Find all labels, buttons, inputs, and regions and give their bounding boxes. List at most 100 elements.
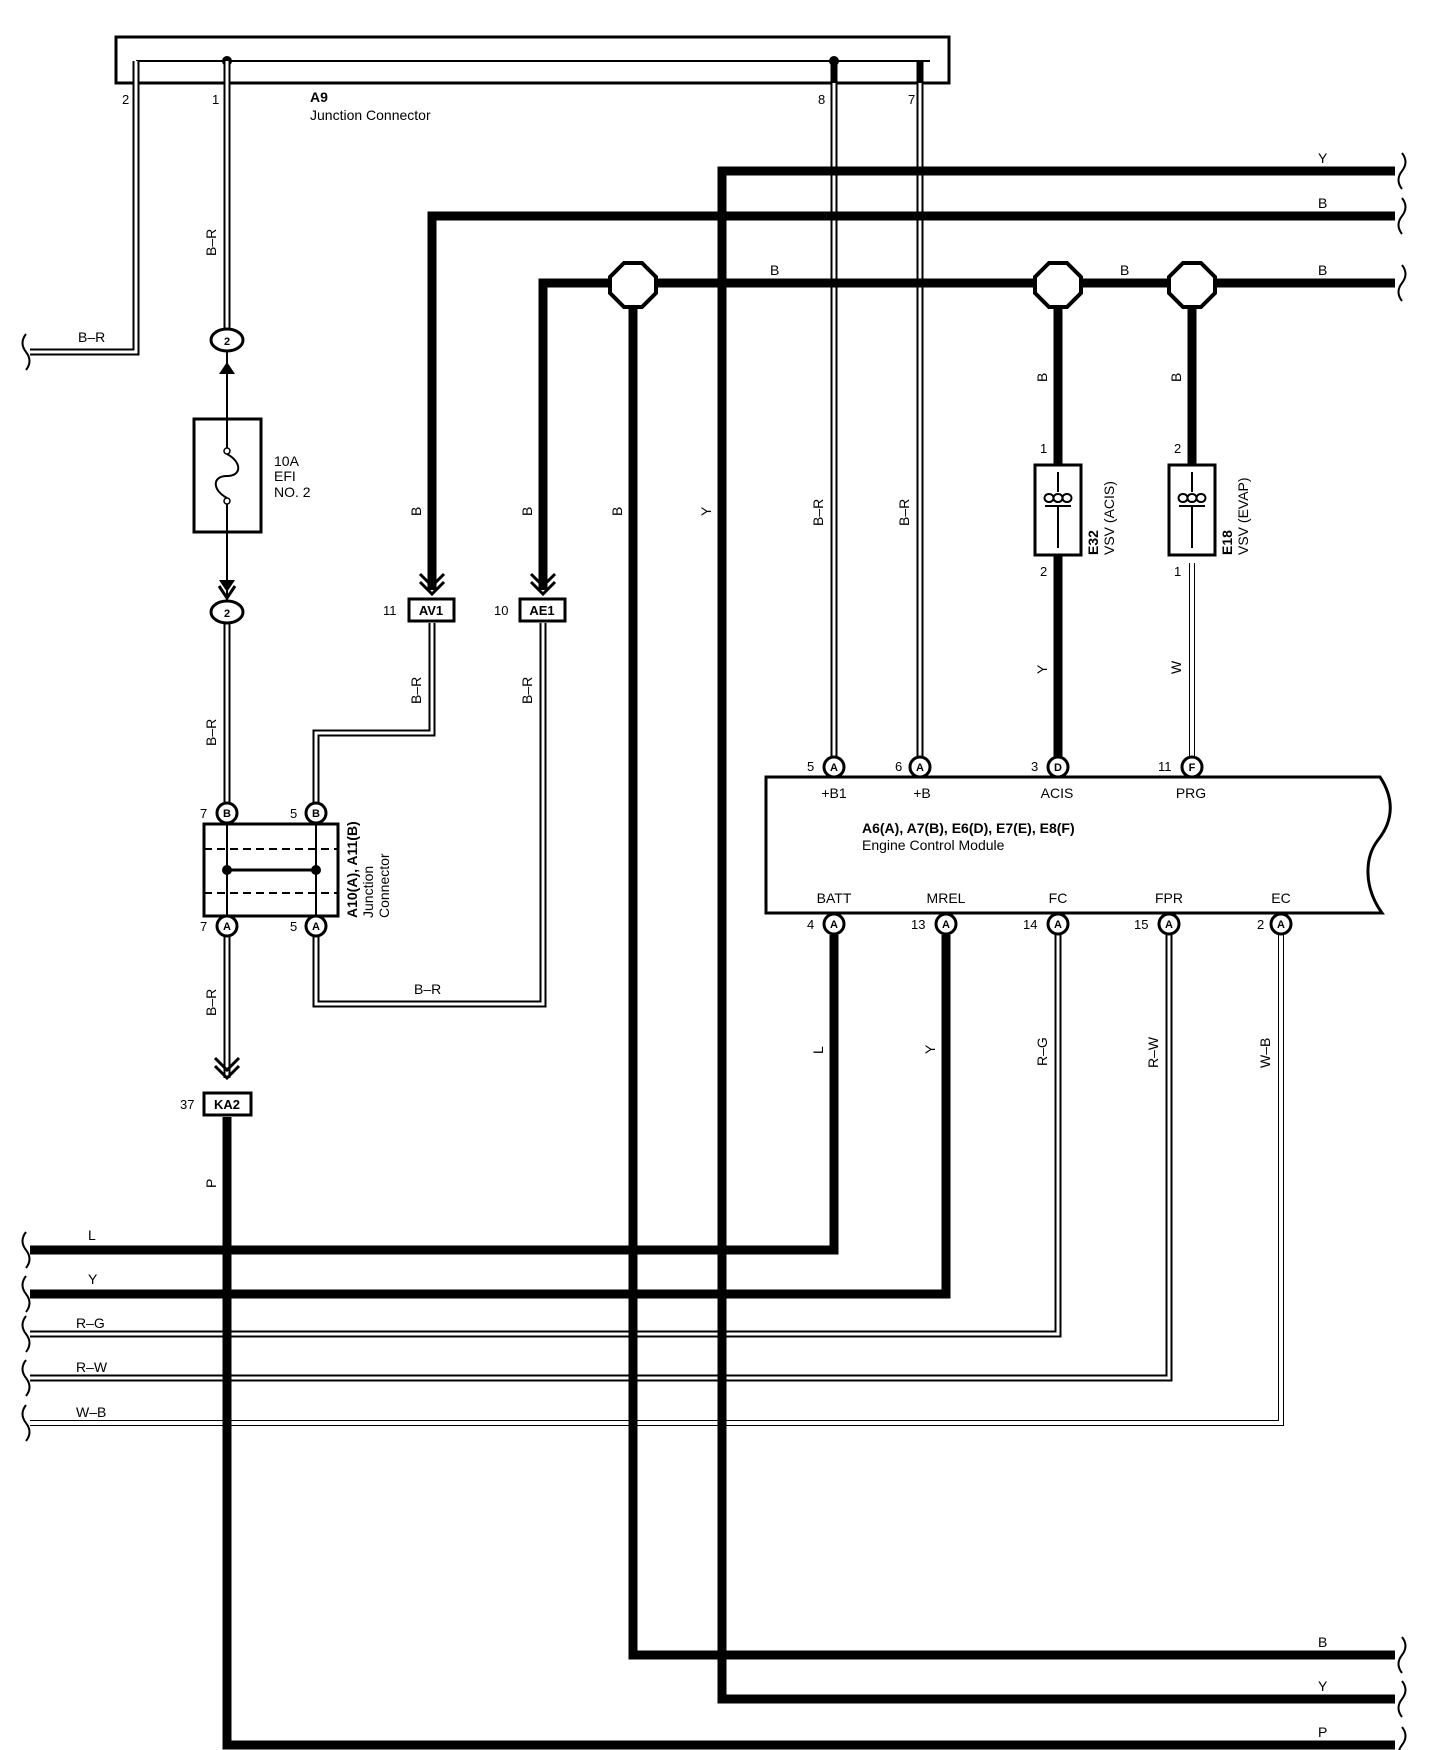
junction-terminal (304, 914, 328, 938)
svg-text:1: 1 (1040, 441, 1047, 456)
wire-label: B (1168, 373, 1184, 382)
svg-text:A: A (830, 762, 838, 774)
left-edge-label: W–B (76, 1404, 106, 1420)
svg-text:10: 10 (494, 603, 508, 618)
junction-terminal (304, 801, 328, 825)
wire-label: B (519, 507, 535, 516)
svg-text:14: 14 (1023, 917, 1037, 932)
wire-rw-fpr (30, 935, 1173, 1382)
splice-octagon (608, 261, 658, 309)
left-edge-label: R–W (76, 1359, 108, 1375)
wire-br-left (30, 61, 140, 356)
right-edge-label: B (1318, 195, 1327, 211)
wire-br-av1 (312, 623, 436, 806)
svg-text:A: A (1165, 919, 1173, 931)
a9-pin-2: 2 (122, 92, 129, 107)
svg-text:EC: EC (1271, 890, 1290, 906)
a9-pin-8: 8 (818, 92, 825, 107)
wire-p-ka2 (222, 1117, 1395, 1750)
svg-text:11: 11 (383, 603, 397, 618)
a10-code: A10(A), A11(B) (344, 821, 360, 918)
ecm-codes: A6(A), A7(B), E6(D), E7(E), E8(F) (862, 820, 1075, 836)
svg-text:6: 6 (895, 759, 902, 774)
a9-name: Junction Connector (310, 107, 431, 123)
svg-text:A: A (223, 921, 231, 933)
svg-text:BATT: BATT (817, 890, 852, 906)
ecm-terminal-b1: A 5 +B1 (807, 755, 847, 801)
svg-text:1: 1 (1174, 564, 1181, 579)
vsv-acis-name: VSV (ACIS) (1101, 481, 1117, 555)
svg-text:B: B (223, 808, 231, 820)
ecm-terminal-ec: EC A 2 (1257, 890, 1293, 936)
ecm-box (764, 775, 1392, 915)
wire-label: B–R (519, 677, 535, 704)
left-edge-label: R–G (76, 1315, 105, 1331)
left-edge-label: Y (88, 1271, 98, 1287)
connector-ka2 (202, 1091, 253, 1117)
svg-text:5: 5 (290, 806, 297, 821)
left-edge-label: L (88, 1227, 96, 1243)
wire-label: Y (922, 1044, 938, 1054)
svg-text:B: B (312, 808, 320, 820)
wire-break-marks (21, 152, 1407, 1750)
right-edge-label: B (1318, 262, 1327, 278)
svg-text:A: A (1277, 919, 1285, 931)
wire-label: B–R (810, 499, 826, 526)
svg-text:A: A (1054, 919, 1062, 931)
wire-label: B (770, 262, 779, 278)
wire-label: R–G (1034, 1037, 1050, 1066)
a10-name-1: Junction (360, 866, 376, 918)
wire-label: B–R (414, 981, 441, 997)
connector-ae1 (518, 597, 567, 623)
wire-label: B (1034, 373, 1050, 382)
ecm-terminal-acis: D 3 ACIS (1031, 755, 1073, 801)
wire-b-ae1 (538, 278, 1395, 590)
splice-octagon (1167, 261, 1217, 309)
wire-label: R–W (1145, 1036, 1161, 1068)
fuse-name-1: EFI (274, 468, 296, 484)
svg-text:D: D (1054, 762, 1062, 774)
svg-text:+B: +B (913, 785, 931, 801)
ecm-terminal-fc: FC A 14 (1023, 890, 1070, 936)
svg-text:A: A (830, 919, 838, 931)
fuse-rating: 10A (274, 453, 300, 469)
wire-label: Y (1034, 664, 1050, 674)
wire-y-mrel (30, 935, 951, 1299)
junction-terminal (215, 801, 239, 825)
svg-text:3: 3 (1031, 759, 1038, 774)
svg-text:MREL: MREL (927, 890, 966, 906)
svg-text:13: 13 (911, 917, 925, 932)
a9-code: A9 (310, 89, 328, 105)
svg-text:FPR: FPR (1155, 890, 1183, 906)
fuse-bottom-connector (209, 599, 245, 625)
svg-text:A: A (942, 919, 950, 931)
svg-text:F: F (1189, 762, 1196, 774)
wire-l-batt (30, 935, 839, 1255)
junction-terminal (215, 914, 239, 938)
ecm-terminal-fpr: FPR A 15 (1134, 890, 1183, 936)
wire-label: B (408, 507, 424, 516)
wire-label: B (609, 507, 625, 516)
wire-label: W (1168, 660, 1184, 674)
wire-label: L (810, 1046, 826, 1054)
right-edge-label: P (1318, 1724, 1327, 1740)
wire-y-long (717, 166, 1395, 1704)
svg-text:PRG: PRG (1176, 785, 1206, 801)
wire-label: W–B (1257, 1038, 1273, 1068)
wire-b-av1 (427, 211, 1395, 590)
wire-label: Y (698, 506, 714, 516)
arrow-up-icon (219, 362, 235, 374)
splice-octagon (1033, 261, 1083, 309)
ecm-terminal-b: A 6 +B (895, 755, 932, 801)
wire-b-splice-down (628, 283, 1395, 1660)
ecm-terminal-prg: F 11 PRG (1158, 755, 1206, 801)
svg-text:37: 37 (180, 1097, 194, 1112)
a9-pin-7: 7 (908, 92, 915, 107)
fuse-top-connector (209, 327, 245, 353)
a9-pin-1: 1 (212, 92, 219, 107)
svg-text:5: 5 (290, 919, 297, 934)
wire-label: B–R (896, 499, 912, 526)
svg-text:2: 2 (1040, 564, 1047, 579)
svg-text:4: 4 (807, 917, 814, 932)
a10-name-2: Connector (376, 853, 392, 918)
